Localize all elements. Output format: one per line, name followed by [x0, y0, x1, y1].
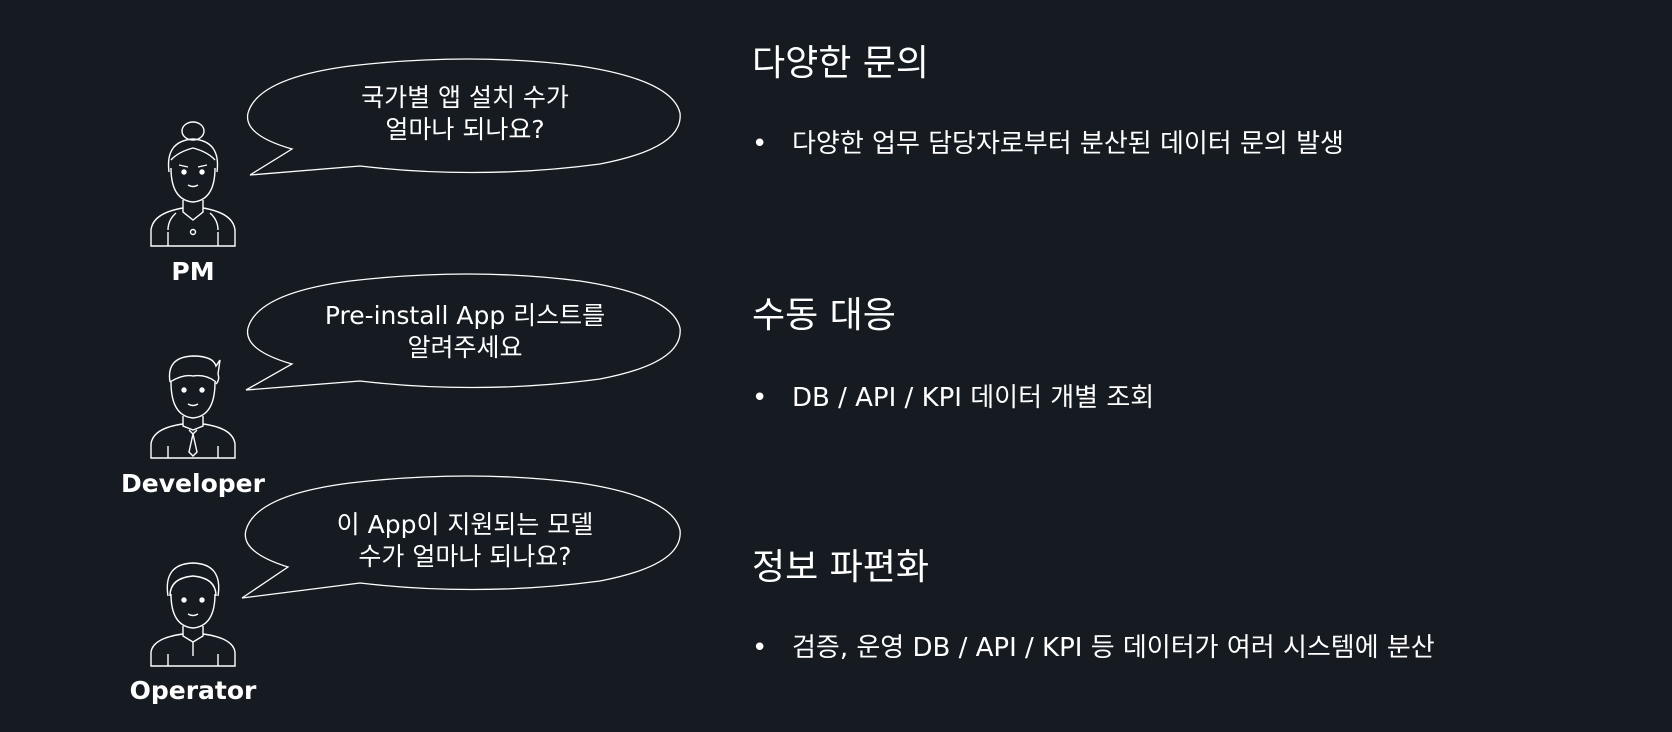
- bullet-dot: •: [752, 129, 768, 159]
- operator-question-line-2: 수가 얼마나 되나요?: [358, 542, 572, 571]
- developer-question-line-1: Pre-install App 리스트를: [324, 301, 606, 330]
- section-bullet-various-inquiries: • 다양한 업무 담당자로부터 분산된 데이터 문의 발생: [752, 123, 1344, 160]
- section-bullet-information-fragmentation: • 검증, 운영 DB / API / KPI 등 데이터가 여러 시스템에 분산: [752, 627, 1435, 664]
- pm-question-line-2: 얼마나 되나요?: [385, 115, 545, 144]
- developer-person-icon: [150, 355, 236, 459]
- persona-label-pm: PM: [171, 257, 215, 286]
- persona-label-operator: Operator: [129, 676, 257, 705]
- pm-question: 국가별 앱 설치 수가 얼마나 되나요?: [310, 82, 620, 146]
- developer-question: Pre-install App 리스트를 알려주세요: [310, 300, 620, 364]
- section-title-various-inquiries: 다양한 문의: [752, 43, 930, 84]
- pm-question-line-1: 국가별 앱 설치 수가: [361, 83, 569, 112]
- persona-label-developer: Developer: [121, 469, 265, 498]
- bullet-text: 다양한 업무 담당자로부터 분산된 데이터 문의 발생: [792, 129, 1344, 159]
- bullet-text: 검증, 운영 DB / API / KPI 등 데이터가 여러 시스템에 분산: [792, 633, 1435, 663]
- operator-question-line-1: 이 App이 지원되는 모델: [336, 510, 594, 539]
- bullet-text: DB / API / KPI 데이터 개별 조회: [792, 383, 1155, 413]
- section-title-information-fragmentation: 정보 파편화: [752, 547, 930, 588]
- operator-question: 이 App이 지원되는 모델 수가 얼마나 되나요?: [310, 509, 620, 573]
- developer-question-line-2: 알려주세요: [407, 333, 523, 362]
- section-bullet-manual-response: • DB / API / KPI 데이터 개별 조회: [752, 377, 1154, 414]
- operator-person-icon: [150, 562, 236, 667]
- bullet-dot: •: [752, 383, 768, 413]
- bullet-dot: •: [752, 633, 768, 663]
- section-title-manual-response: 수동 대응: [752, 295, 896, 336]
- pm-person-icon: [150, 121, 236, 247]
